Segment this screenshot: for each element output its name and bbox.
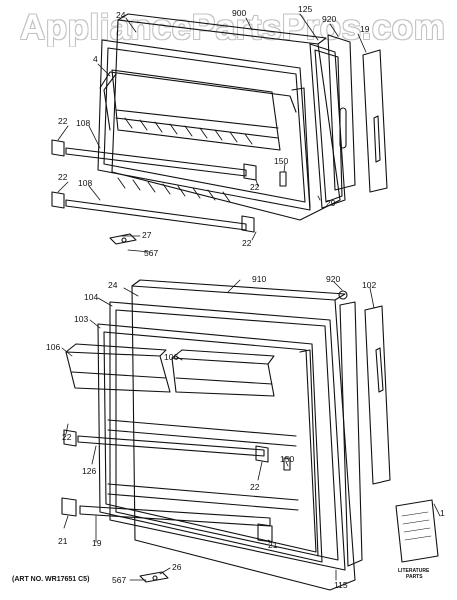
fresh-food-door-liner bbox=[97, 323, 323, 563]
callout-920-top: 920 bbox=[322, 14, 336, 24]
freezer-hinge-cover bbox=[109, 233, 137, 245]
callout-22-e: 22 bbox=[250, 482, 260, 492]
fresh-food-bracket-screw bbox=[338, 290, 348, 300]
fresh-food-gasket bbox=[109, 301, 346, 571]
callout-104: 104 bbox=[84, 292, 98, 302]
callout-106-b: 106 bbox=[164, 352, 178, 362]
callout-22-f: 22 bbox=[62, 432, 72, 442]
fresh-food-shelf-bar-upper bbox=[77, 435, 265, 457]
callout-22-c: 22 bbox=[250, 182, 260, 192]
callout-150-bot: 150 bbox=[280, 454, 294, 464]
callout-106-a: 106 bbox=[46, 342, 60, 352]
callout-1: 1 bbox=[440, 508, 445, 518]
literature-label-line1: LITERATURE bbox=[398, 568, 430, 574]
callout-4: 4 bbox=[93, 54, 98, 64]
bar-end-cap-d bbox=[241, 215, 255, 233]
callout-22-a: 22 bbox=[58, 116, 68, 126]
callout-567-bot: 567 bbox=[112, 575, 126, 585]
freezer-shelf-bar-lower bbox=[65, 199, 247, 231]
freezer-shelf-bar-upper bbox=[65, 147, 247, 177]
callout-910: 910 bbox=[252, 274, 266, 284]
dairy-bin-right bbox=[171, 357, 275, 397]
fresh-food-cap-a bbox=[63, 429, 77, 447]
callout-108-a: 108 bbox=[76, 118, 90, 128]
dairy-bin-left bbox=[65, 351, 171, 393]
callout-150-top: 150 bbox=[274, 156, 288, 166]
callout-108-b: 108 bbox=[78, 178, 92, 188]
freezer-gasket bbox=[309, 43, 346, 209]
callout-102: 102 bbox=[362, 280, 376, 290]
art-number: (ART NO. WR17651 C5) bbox=[12, 576, 89, 583]
callout-22-d: 22 bbox=[242, 238, 252, 248]
fresh-food-cap-c bbox=[61, 497, 77, 517]
fresh-food-door-handle bbox=[364, 305, 391, 485]
callout-24-bot: 24 bbox=[108, 280, 118, 290]
fresh-food-cap-b bbox=[255, 445, 269, 463]
callout-125: 125 bbox=[298, 4, 312, 14]
callout-19-top: 19 bbox=[360, 24, 370, 34]
literature-parts-pack bbox=[395, 499, 439, 563]
callout-24-top: 24 bbox=[116, 10, 126, 20]
callout-920-bot: 920 bbox=[326, 274, 340, 284]
freezer-shelf-grates bbox=[117, 117, 253, 203]
freezer-door-liner bbox=[97, 39, 311, 211]
freezer-outer-panel bbox=[111, 19, 341, 221]
callout-115: 115 bbox=[334, 580, 348, 590]
callout-21-b: 21 bbox=[268, 540, 278, 550]
bar-end-cap-b bbox=[51, 191, 65, 209]
callout-21-a: 21 bbox=[58, 536, 68, 546]
watermark-logo: AppliancePartsPros.com bbox=[20, 8, 446, 47]
callout-26: 26 bbox=[172, 562, 182, 572]
fresh-food-outer-panel bbox=[131, 285, 356, 591]
callout-567-top: 567 bbox=[144, 248, 158, 258]
callout-103: 103 bbox=[74, 314, 88, 324]
callout-900: 900 bbox=[232, 8, 246, 18]
bar-end-cap-a bbox=[51, 139, 65, 157]
fresh-food-shelf-bar-lower bbox=[79, 505, 271, 527]
callout-27: 27 bbox=[142, 230, 152, 240]
freezer-handle-bracket bbox=[327, 34, 356, 191]
callout-leaders bbox=[57, 13, 441, 581]
freezer-door-handle bbox=[362, 49, 388, 193]
callout-29: 29 bbox=[326, 198, 336, 208]
callout-19-bot: 19 bbox=[92, 538, 102, 548]
callout-126: 126 bbox=[82, 466, 96, 476]
callout-22-b: 22 bbox=[58, 172, 68, 182]
literature-label-line2: PARTS bbox=[406, 574, 423, 580]
fresh-food-hinge-cover bbox=[139, 571, 169, 583]
